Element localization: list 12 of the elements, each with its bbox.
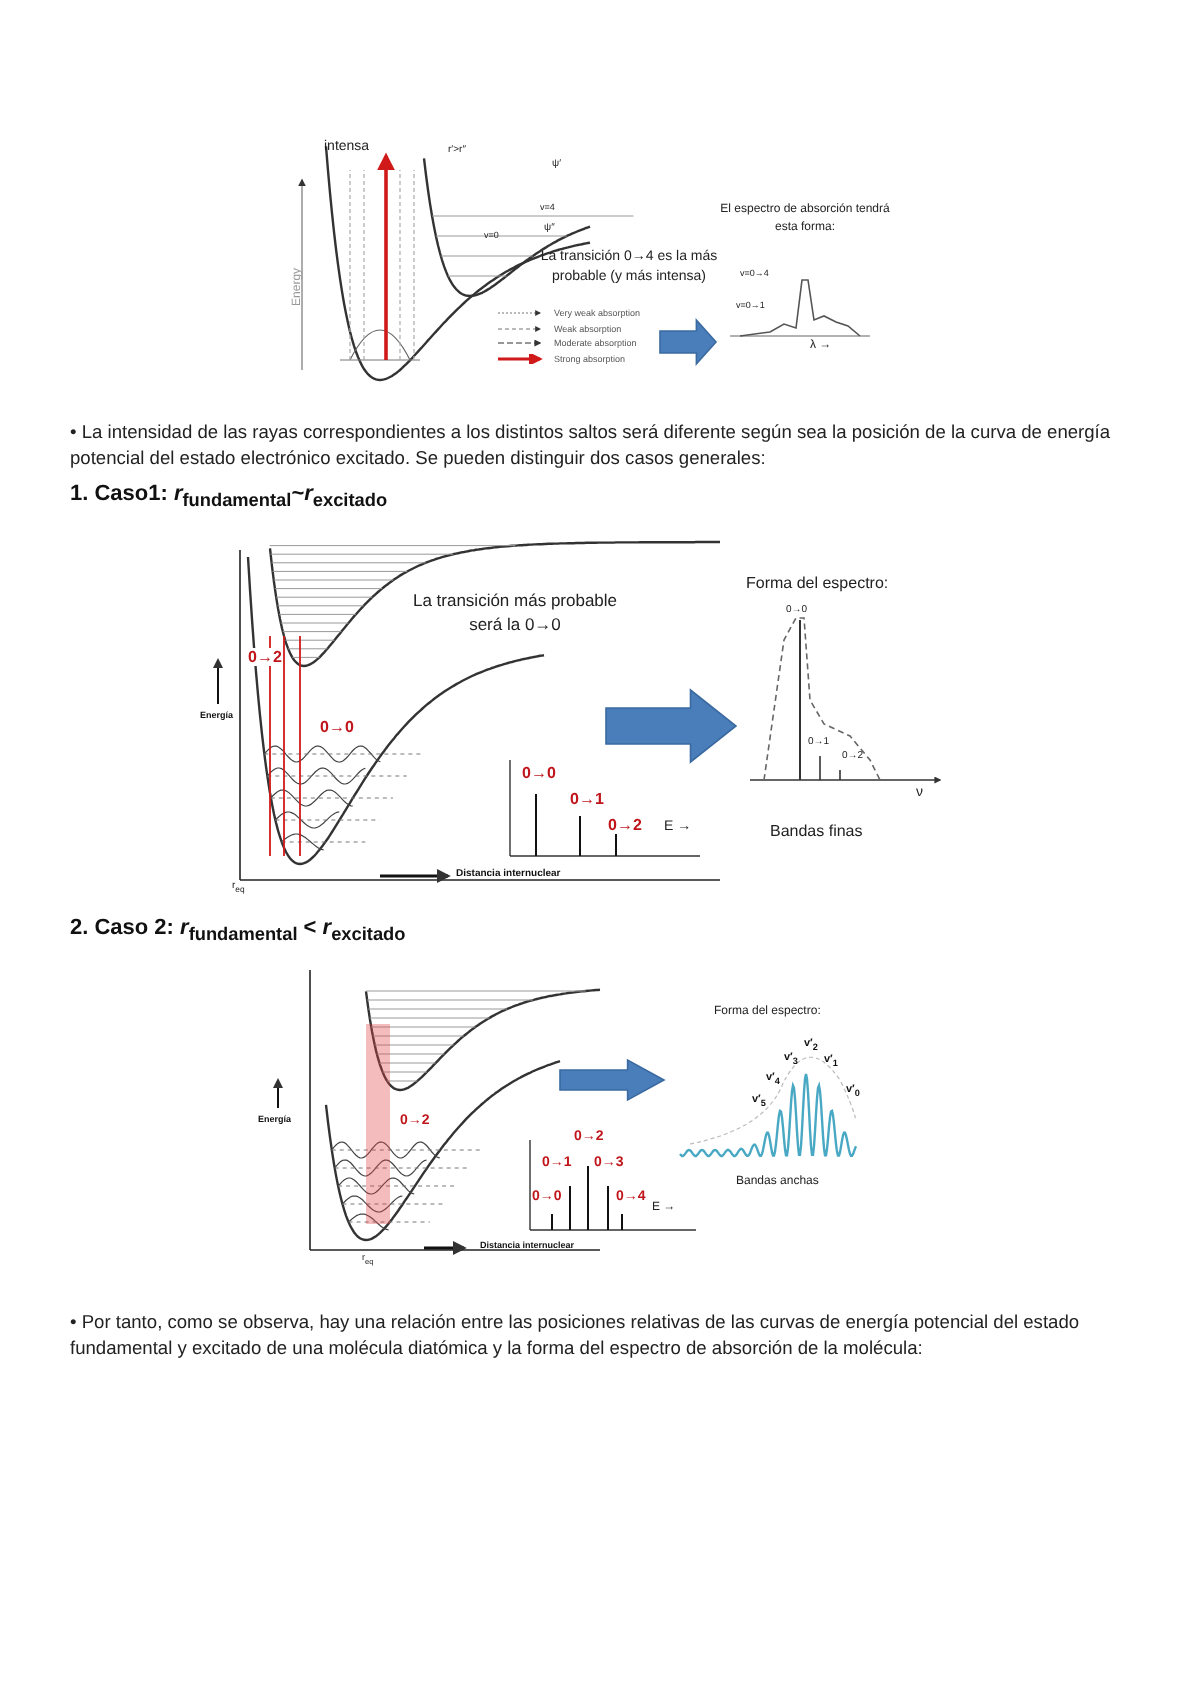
transition-label: 0→1 — [570, 790, 604, 809]
spectrum-title: Forma del espectro: — [746, 574, 889, 593]
annotation-text: La transición más probable será la 0→0 — [410, 588, 620, 638]
spectrum-caption: Bandas finas — [770, 822, 863, 841]
section-heading: 1. Caso1: r$_{fundamental}$~r$_{excitado}$ — [70, 482, 388, 512]
transition-label: 0→0 — [320, 718, 354, 737]
transition-label: 0→2 — [608, 816, 642, 835]
body-paragraph: • Por tanto, como se observa, hay una relación entre las posiciones relativas de las curvas de energía potencial del estado fundamental y excitado de una molécula diatómica y la forma del espectro de absorción de la molécula: — [70, 1310, 1082, 1363]
section-heading: 2. Caso 2: r$_{fundamental}$ < r$_{excitado}$ — [70, 916, 406, 946]
transition-label: 0→0 — [522, 764, 556, 783]
body-paragraph: • La intensidad de las rayas correspondientes a los distintos saltos será diferente según sea la posición de la curva de energía potencial del estado electrónico excitado. Se pueden distinguir dos casos generales: — [70, 420, 1113, 473]
transition-label: 0→2 — [248, 648, 282, 667]
